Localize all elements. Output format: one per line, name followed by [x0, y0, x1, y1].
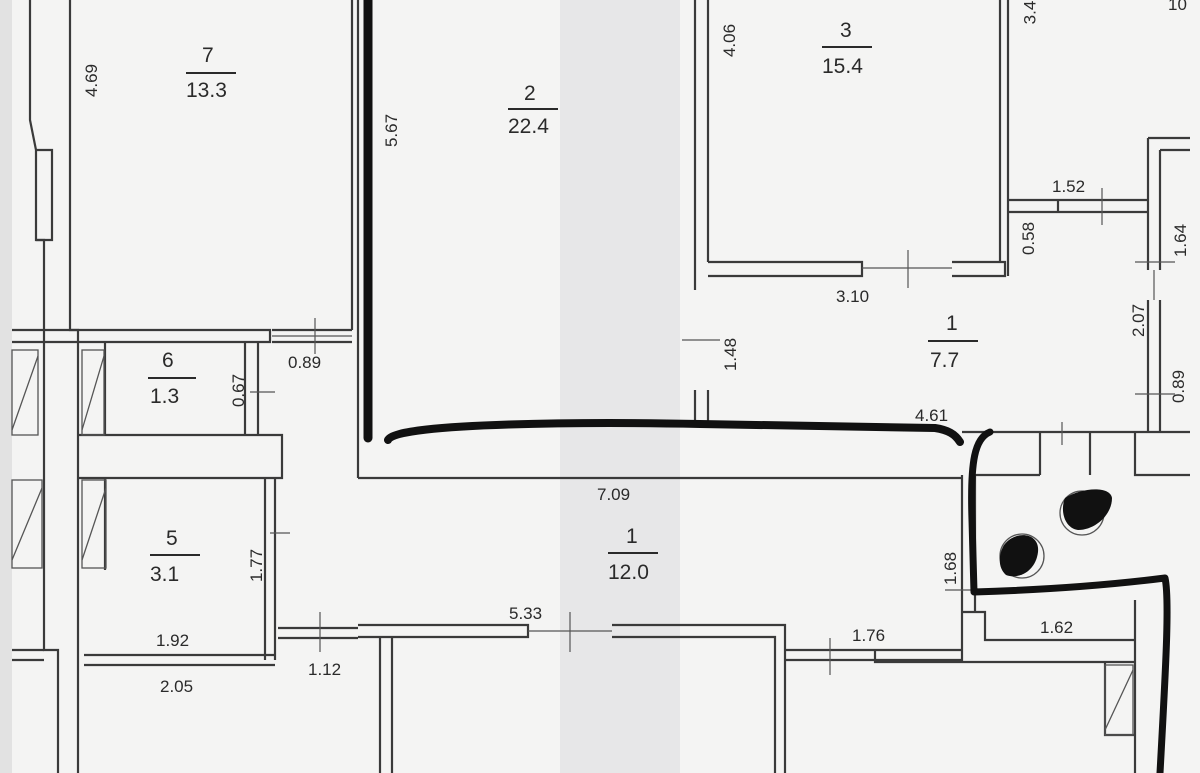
room-3-bottom: [708, 260, 864, 278]
room-3-fraction-line: [822, 46, 872, 48]
dim-0-58: 0.58: [1019, 221, 1039, 256]
room-3-area: 15.4: [822, 55, 863, 78]
marker-bracket: [968, 428, 1171, 773]
dim-3-4: 3.4: [1020, 0, 1040, 25]
room-1-hall-area: 12.0: [608, 561, 649, 584]
wall-2-1: [693, 390, 710, 422]
dim-1-62: 1.62: [1040, 618, 1074, 637]
wall-533-left: [358, 623, 530, 639]
room-6-fraction-line: [148, 377, 196, 379]
dim-1-92: 1.92: [156, 631, 190, 650]
dim-1-48: 1.48: [721, 337, 741, 372]
dim-5-33: 5.33: [509, 604, 543, 623]
right-wall: [1146, 136, 1190, 270]
dim-5-67: 5.67: [382, 113, 402, 148]
room-6-wall: [103, 342, 260, 435]
dim-4-06: 4.06: [720, 23, 740, 58]
dim-0-89-right: 0.89: [1169, 369, 1189, 404]
room-1-hall-fraction-line: [608, 552, 658, 554]
dim-0-89: 0.89: [288, 353, 322, 372]
room-5-area: 3.1: [150, 563, 180, 586]
paper-shadow: [560, 0, 680, 773]
dim-4-69: 4.69: [82, 63, 102, 98]
room-5-fraction-line: [150, 554, 200, 556]
room-1-right-number: 1: [946, 312, 958, 335]
window-hatch: [81, 349, 105, 436]
window-hatch: [11, 349, 39, 436]
marker-blobs: [999, 489, 1112, 577]
room-2-number: 2: [524, 82, 536, 105]
wall-533: [278, 626, 358, 640]
marker-annotations: [363, 0, 1171, 773]
dim-1-77: 1.77: [247, 548, 267, 583]
left-jamb: [36, 148, 54, 242]
room-6-area: 1.3: [150, 385, 180, 408]
room-2-area: 22.4: [508, 115, 549, 138]
window-hatch: [81, 479, 107, 569]
dim-7-09: 7.09: [597, 485, 631, 504]
right-corridor: [962, 430, 1190, 477]
dimension-lines: [250, 188, 1175, 675]
door-box: [378, 637, 394, 773]
left-bottom-wall: [12, 648, 44, 662]
fixture-circle: [999, 533, 1045, 579]
room-7-fraction-line: [186, 72, 236, 74]
room-1-right-area: 7.7: [930, 349, 960, 372]
wall-7-bottom: [12, 328, 272, 344]
marker-wall-bottom: [384, 419, 964, 446]
room-7-number: 7: [202, 44, 214, 67]
dim-2-07: 2.07: [1129, 303, 1149, 338]
room-1-hall-number: 1: [626, 525, 638, 548]
dim-2-05: 2.05: [160, 677, 194, 696]
room-7-area: 13.3: [186, 79, 227, 102]
left-inner-wall: [68, 0, 80, 773]
window-hatch: [11, 355, 39, 431]
right-wall-lower: [1146, 300, 1162, 432]
paper-left-edge: [0, 0, 12, 773]
room-3-number: 3: [840, 19, 852, 42]
room-5-bottom: [84, 653, 275, 667]
room-5-number: 5: [166, 527, 178, 550]
dim-1-52: 1.52: [1052, 177, 1086, 196]
dim-1-76: 1.76: [852, 626, 886, 645]
room-3-right: [998, 0, 1010, 276]
room-1-right-fraction-line: [928, 340, 978, 342]
dim-4-61: 4.61: [915, 406, 949, 425]
room-5-wall: [103, 478, 277, 660]
dim-3-10: 3.10: [836, 287, 870, 306]
window-hatch: [1104, 669, 1134, 731]
room-6-number: 6: [162, 349, 174, 372]
dim-1-12: 1.12: [308, 660, 342, 679]
room-3-bottom-right: [952, 260, 1007, 278]
wall-7-bottom-right: [272, 328, 352, 344]
window-hatch: [11, 479, 43, 569]
window-hatch: [1104, 664, 1134, 736]
marker-blob: [999, 535, 1039, 577]
marker-blob: [1062, 489, 1112, 530]
room-2-fraction-line: [508, 108, 558, 110]
wall-2-3: [693, 0, 710, 290]
dim-1-68: 1.68: [941, 551, 961, 586]
wall-152: [1008, 198, 1148, 214]
window-hatches: [11, 349, 1134, 736]
wall-176: [785, 648, 962, 664]
corridor-left: [78, 433, 284, 480]
dim-0-67: 0.67: [229, 373, 249, 408]
dim-10: 10: [1168, 0, 1187, 14]
window-hatch: [11, 487, 43, 561]
dim-1-64: 1.64: [1171, 223, 1191, 258]
left-outer-wall: [28, 0, 60, 773]
window-hatch: [81, 487, 107, 561]
wall-533-right: [612, 623, 787, 773]
window-hatch: [81, 355, 105, 431]
